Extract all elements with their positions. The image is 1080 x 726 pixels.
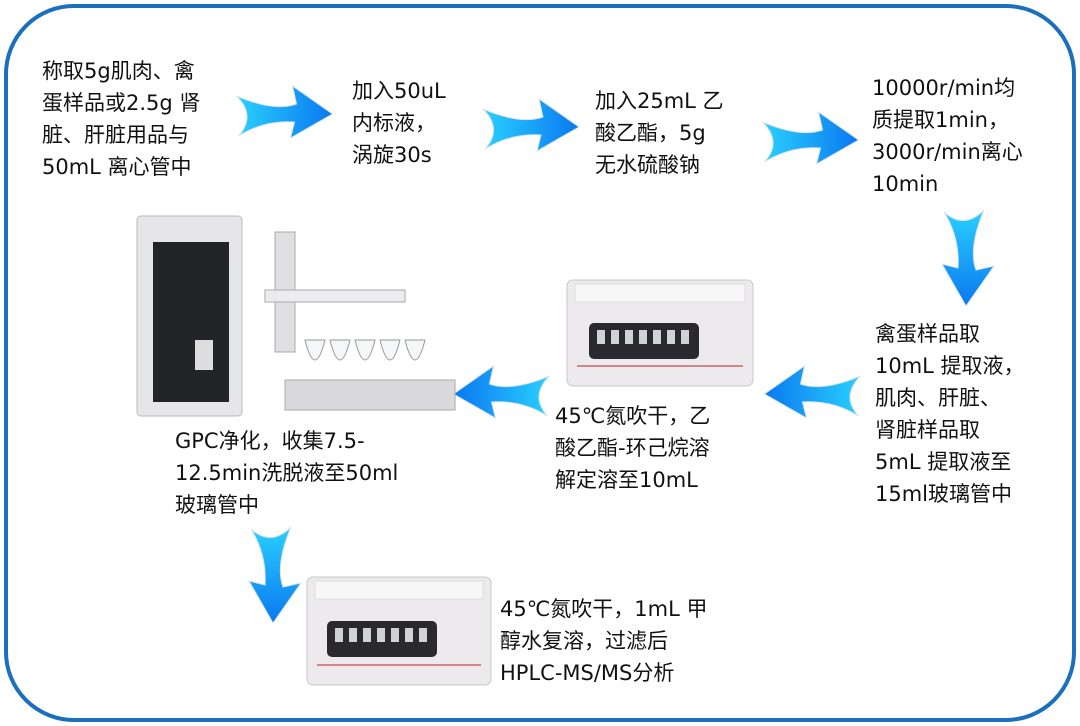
step-8-hplc-msms-analysis: 45℃氮吹干，1mL 甲 醇水复溶，过滤后 HPLC-MS/MS分析: [500, 597, 708, 685]
step-2-internal-standard: 加入50uL 内标液， 涡旋30s: [352, 79, 446, 167]
arrow-right-icon: [758, 108, 863, 168]
step-1-weigh-sample: 称取5g肌肉、禽 蛋样品或2.5g 肾 脏、肝脏用品与 50mL 离心管中: [42, 59, 201, 179]
step-6-nitrogen-dry-redissolve: 45℃氮吹干，乙 酸乙酯-环己烷溶 解定溶至10mL: [555, 404, 711, 492]
arrow-down-icon: [245, 525, 305, 625]
arrow-down-icon: [938, 208, 998, 308]
step-3-ethyl-acetate: 加入25mL 乙 酸乙酯，5g 无水硫酸钠: [595, 89, 724, 177]
gpc-instrument-image: [136, 215, 456, 417]
step-5-take-extract: 禽蛋样品取 10mL 提取液， 肌肉、肝脏、 肾脏样品取 5mL 提取液至 15…: [875, 322, 1025, 506]
step-4-homogenize-centrifuge: 10000r/min均 质提取1min， 3000r/min离心 10min: [872, 76, 1023, 196]
arrow-right-icon: [476, 95, 586, 155]
nitrogen-evaporator-image: [566, 279, 754, 387]
arrow-right-icon: [232, 82, 337, 142]
nitrogen-evaporator-image: [306, 576, 492, 686]
arrow-left-icon: [760, 362, 865, 422]
diagram-frame: [4, 4, 1076, 722]
step-7-gpc-cleanup: GPC净化，收集7.5- 12.5min洗脱液至50ml 玻璃管中: [175, 429, 399, 517]
